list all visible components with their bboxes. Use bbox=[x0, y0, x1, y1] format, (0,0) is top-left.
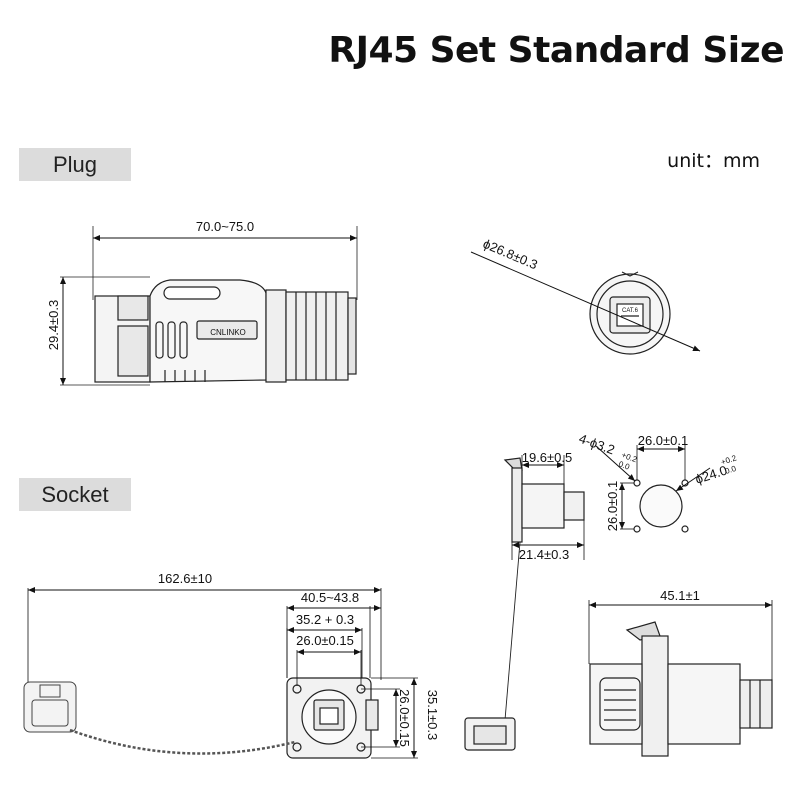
socket-hole-spacing-v-label: 26.0±0.15 bbox=[397, 689, 412, 747]
cutout-spacing-h-dimension: 26.0±0.1 bbox=[637, 433, 689, 452]
plug-brand-text: CNLINKO bbox=[210, 328, 246, 337]
plug-length-dimension: 70.0~75.0 bbox=[93, 219, 357, 241]
panel-cutout-view bbox=[633, 479, 689, 533]
cutout-spacing-v-dimension: 26.0±0.1 bbox=[605, 481, 625, 532]
socket-width-range-dimension: 40.5~43.8 bbox=[287, 590, 381, 611]
socket-side-top-label: 19.6±0.5 bbox=[522, 450, 573, 465]
plug-length-label: 70.0~75.0 bbox=[196, 219, 254, 234]
plug-height-dimension: 29.4±0.3 bbox=[46, 277, 66, 385]
section-label-plug: Plug bbox=[19, 148, 131, 181]
mounted-depth-label: 45.1±1 bbox=[660, 588, 700, 603]
plug-front-view bbox=[589, 271, 671, 355]
plug-height-label: 29.4±0.3 bbox=[46, 300, 61, 351]
page-title: RJ45 Set Standard Size bbox=[328, 30, 784, 71]
socket-cable-length-label: 162.6±10 bbox=[158, 571, 212, 586]
socket-height-total-dimension: 35.1±0.3 bbox=[411, 678, 440, 758]
unit-label: unit：mm bbox=[667, 150, 760, 172]
socket-side-view bbox=[464, 457, 585, 751]
socket-height-total-label: 35.1±0.3 bbox=[425, 690, 440, 741]
socket-hole-spacing-dimension: 26.0±0.15 bbox=[296, 633, 361, 655]
socket-hole-spacing-v-dimension: 26.0±0.15 bbox=[393, 689, 412, 747]
cutout-holes-label: 4-ϕ3.2 bbox=[577, 431, 617, 458]
socket-side-bottom-label: 21.4±0.3 bbox=[519, 547, 570, 562]
plug-side-view bbox=[60, 226, 358, 386]
plug-cat-text: CAT.6 bbox=[622, 308, 639, 314]
socket-mounted-view bbox=[589, 621, 773, 757]
socket-front-view bbox=[286, 677, 379, 759]
socket-side-bottom-dimension: 21.4±0.3 bbox=[512, 542, 584, 562]
socket-dust-cap bbox=[23, 681, 77, 733]
cutout-spacing-h-label: 26.0±0.1 bbox=[638, 433, 689, 448]
socket-cable-length-dimension: 162.6±10 bbox=[28, 571, 381, 593]
plug-diameter-label: ϕ26.8±0.3 bbox=[481, 236, 540, 272]
socket-hole-spacing-label: 26.0±0.15 bbox=[296, 633, 354, 648]
cutout-holes-dimension: 4-ϕ3.2 +0.2 0.0 bbox=[577, 431, 639, 482]
socket-width-tol-dimension: 35.2 + 0.3 bbox=[287, 612, 362, 633]
cutout-spacing-v-label: 26.0±0.1 bbox=[605, 481, 620, 532]
plug-diameter-dimension: ϕ26.8±0.3 bbox=[470, 236, 701, 352]
socket-side-top-dimension: 19.6±0.5 bbox=[522, 450, 573, 468]
mounted-depth-dimension: 45.1±1 bbox=[589, 588, 772, 608]
cutout-holes-tol-bottom: 0.0 bbox=[617, 459, 631, 471]
socket-chain bbox=[69, 728, 296, 755]
section-label-socket: Socket bbox=[19, 478, 131, 511]
cutout-diameter-tol-bottom: 0.0 bbox=[724, 464, 738, 476]
socket-width-range-label: 40.5~43.8 bbox=[301, 590, 359, 605]
socket-width-tol-label: 35.2 + 0.3 bbox=[296, 612, 354, 627]
